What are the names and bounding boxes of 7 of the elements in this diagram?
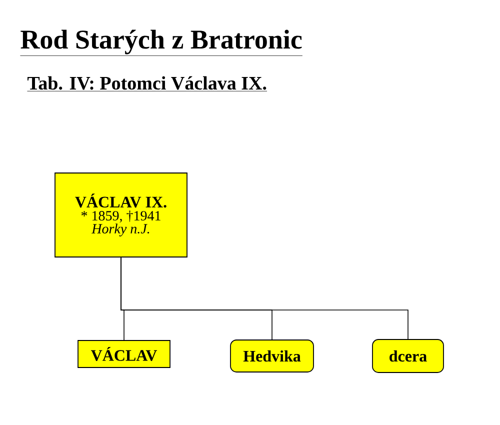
person-box: VÁCLAV IX. * 1859, †1941 Horky n.J. <box>54 172 188 258</box>
person-box: dcera <box>372 339 444 373</box>
person-box: Hedvika <box>230 340 314 372</box>
connector-line <box>120 257 408 340</box>
subtitle: Tab. IV: Potomci Václava IX. <box>27 76 268 92</box>
person-box: VÁCLAV <box>78 340 170 368</box>
title: Rod Starých z Bratronic <box>20 30 303 56</box>
